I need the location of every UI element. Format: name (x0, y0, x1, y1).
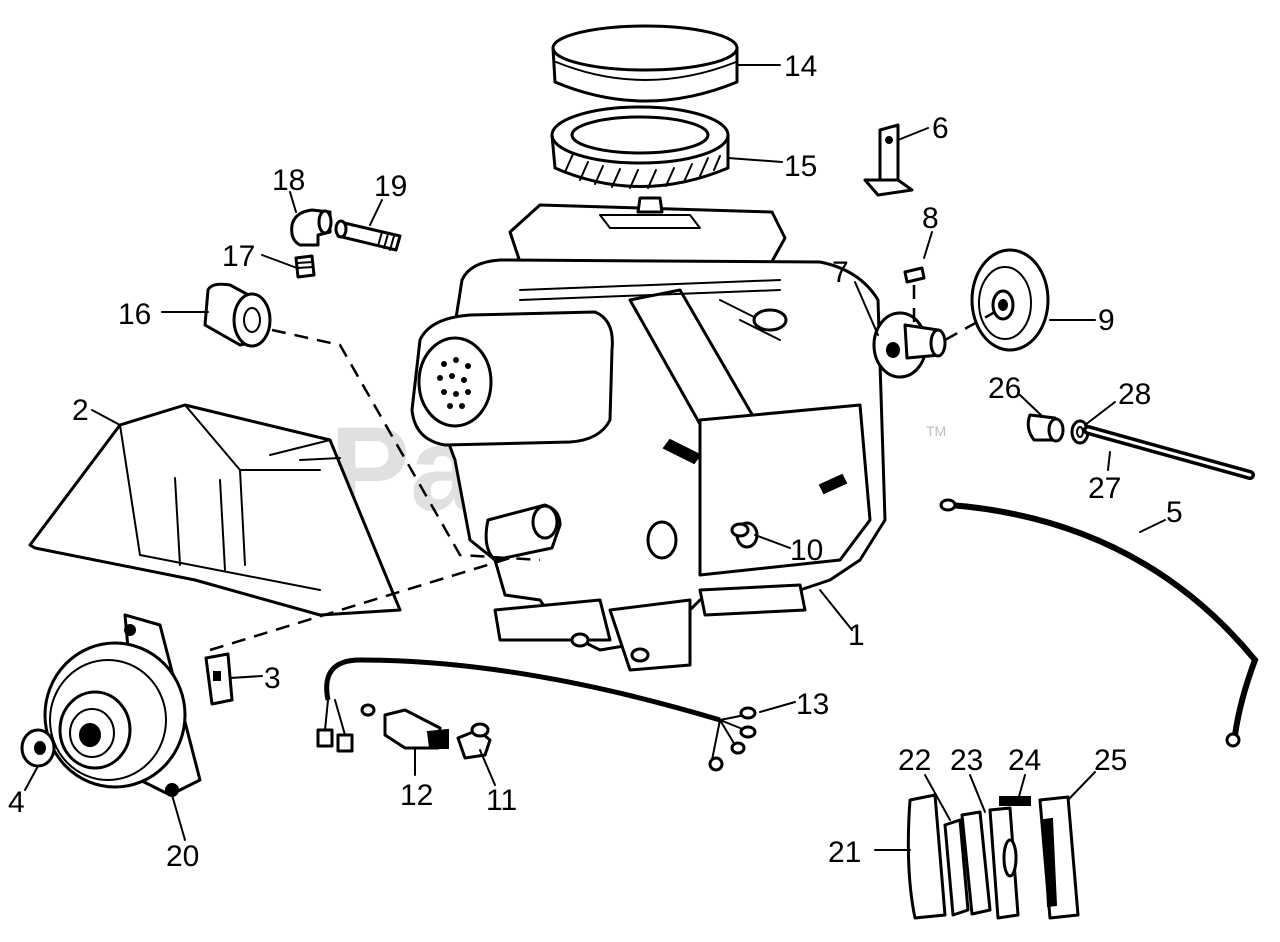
callout-labels: 1 2 3 4 5 6 7 8 9 10 11 12 13 14 15 16 1… (8, 50, 1183, 873)
callout-10: 10 (790, 534, 823, 567)
callout-15: 15 (784, 150, 817, 183)
part-1-engine[interactable] (410, 196, 887, 672)
part-18-elbow[interactable] (290, 208, 333, 247)
callout-9: 9 (1098, 304, 1115, 337)
callout-2: 2 (72, 394, 89, 427)
callout-8: 8 (922, 202, 939, 235)
part-26-plug[interactable] (1026, 413, 1065, 443)
part-2-blower-housing[interactable] (28, 403, 402, 617)
callout-21: 21 (828, 836, 861, 869)
part-5-cable[interactable] (939, 498, 1259, 748)
callout-18: 18 (272, 164, 305, 197)
part-12-switch[interactable] (360, 703, 449, 750)
leader-lines (24, 64, 1166, 851)
callout-26: 26 (988, 372, 1021, 405)
callout-25: 25 (1094, 744, 1127, 777)
callout-23: 23 (950, 744, 983, 777)
part-11-connector[interactable] (456, 722, 492, 760)
callout-6: 6 (932, 112, 949, 145)
callout-1: 1 (848, 619, 865, 652)
part-16-sleeve[interactable] (203, 282, 272, 348)
part-4-washer[interactable] (20, 728, 56, 768)
callout-12: 12 (400, 779, 433, 812)
part-21-plate[interactable] (906, 793, 947, 920)
watermark-trademark: TM (926, 423, 946, 439)
part-28-clamp[interactable] (1070, 419, 1090, 445)
part-6-bracket[interactable] (863, 123, 914, 197)
part-19-nipple[interactable] (334, 219, 402, 252)
part-14-air-cleaner-cover[interactable] (551, 24, 739, 103)
callout-19: 19 (374, 170, 407, 203)
callout-3: 3 (264, 662, 281, 695)
callout-22: 22 (898, 744, 931, 777)
callout-28: 28 (1118, 378, 1151, 411)
callout-13: 13 (796, 688, 829, 721)
assembly-line-clutch (209, 553, 521, 652)
part-3-clip[interactable] (204, 652, 234, 706)
callout-5: 5 (1166, 496, 1183, 529)
part-22-spacer[interactable] (943, 818, 970, 917)
callout-16: 16 (118, 298, 151, 331)
part-8-key[interactable] (903, 266, 926, 284)
callout-20: 20 (166, 840, 199, 873)
part-15-air-filter[interactable] (550, 105, 730, 189)
callout-4: 4 (8, 786, 25, 819)
assembly-line-shaft (271, 328, 541, 562)
callout-7: 7 (832, 256, 849, 289)
callout-11: 11 (486, 784, 517, 817)
callout-24: 24 (1008, 744, 1041, 777)
part-7-hub[interactable] (872, 311, 947, 379)
part-24-pin[interactable] (999, 796, 1031, 806)
part-27-hose[interactable] (1083, 425, 1255, 480)
part-23-contact-block[interactable] (960, 806, 1020, 920)
part-25-cover[interactable] (1038, 795, 1080, 920)
callout-27: 27 (1088, 472, 1121, 505)
assembly-line-pulley (944, 310, 996, 342)
part-13-wire-harness[interactable] (316, 657, 757, 772)
part-9-pulley[interactable] (970, 248, 1050, 352)
part-17-fitting[interactable] (294, 254, 316, 279)
part-20-pto-clutch[interactable] (43, 613, 202, 797)
callout-17: 17 (222, 240, 255, 273)
part-10-grommet[interactable] (730, 522, 750, 538)
callout-14: 14 (784, 50, 817, 83)
